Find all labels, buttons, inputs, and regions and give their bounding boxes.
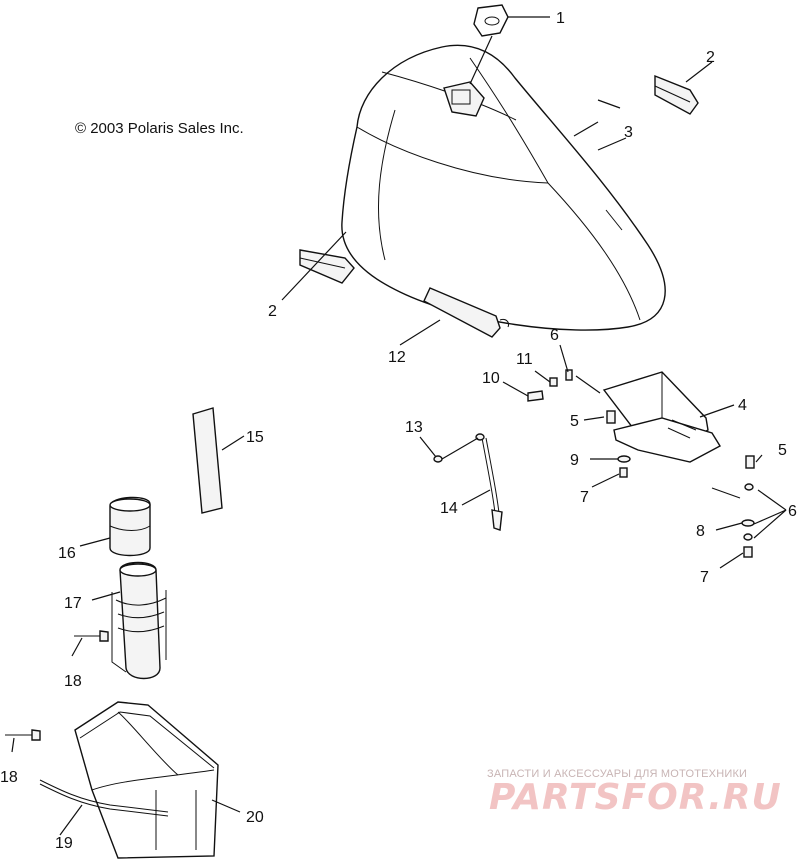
callout-15: 15	[246, 429, 264, 446]
callout-16: 16	[58, 545, 76, 562]
part-hood-console	[341, 44, 666, 331]
callout-20: 20	[246, 809, 264, 826]
part-sleeve-holder	[111, 561, 167, 680]
callout-10: 10	[482, 370, 500, 387]
callout-3: 3	[624, 124, 633, 141]
callout-14: 14	[440, 500, 458, 517]
callout-1: 1	[556, 10, 565, 27]
part-screws	[5, 630, 109, 741]
callout-12: 12	[388, 349, 406, 366]
part-cup	[109, 496, 151, 557]
callout-labels: 1 2 3 2 12 6 11 10 4 5 5 13 15 9 7 14 6 …	[0, 10, 797, 852]
part-bumper-left	[299, 249, 355, 284]
callout-18-upper: 18	[64, 673, 82, 690]
watermark-brand: PARTSFOR.RU	[489, 777, 782, 818]
part-mounting-bracket	[602, 371, 721, 463]
leader-lines	[11, 16, 787, 836]
callout-7-top: 7	[580, 489, 589, 506]
callout-11: 11	[516, 351, 533, 368]
part-bumper-right	[654, 74, 699, 115]
callout-18-lower: 18	[0, 769, 18, 786]
watermark-tagline: ЗАПАСТИ И АКСЕССУАРЫ ДЛЯ МОТОТЕХНИКИ	[487, 768, 748, 780]
part-cap	[443, 4, 509, 117]
part-seal-strip	[423, 287, 509, 338]
callout-2-right: 2	[706, 49, 715, 66]
part-decal	[192, 407, 223, 514]
callout-9: 9	[570, 452, 579, 469]
callout-6-top: 6	[550, 327, 559, 344]
callout-2-left: 2	[268, 303, 277, 320]
callout-8: 8	[696, 523, 705, 540]
callout-5-left: 5	[570, 413, 579, 430]
callout-6-right: 6	[788, 503, 797, 520]
callout-13: 13	[405, 419, 423, 436]
callout-4: 4	[738, 397, 747, 414]
callout-7-bottom: 7	[700, 569, 709, 586]
callout-5-right: 5	[778, 442, 787, 459]
hardware-fasteners	[433, 369, 755, 558]
callout-17: 17	[64, 595, 82, 612]
part-cable	[475, 433, 503, 531]
callout-19: 19	[55, 835, 73, 852]
part-storage-bin	[74, 701, 219, 859]
part-strap	[39, 779, 169, 817]
copyright-notice: © 2003 Polaris Sales Inc.	[75, 120, 244, 137]
